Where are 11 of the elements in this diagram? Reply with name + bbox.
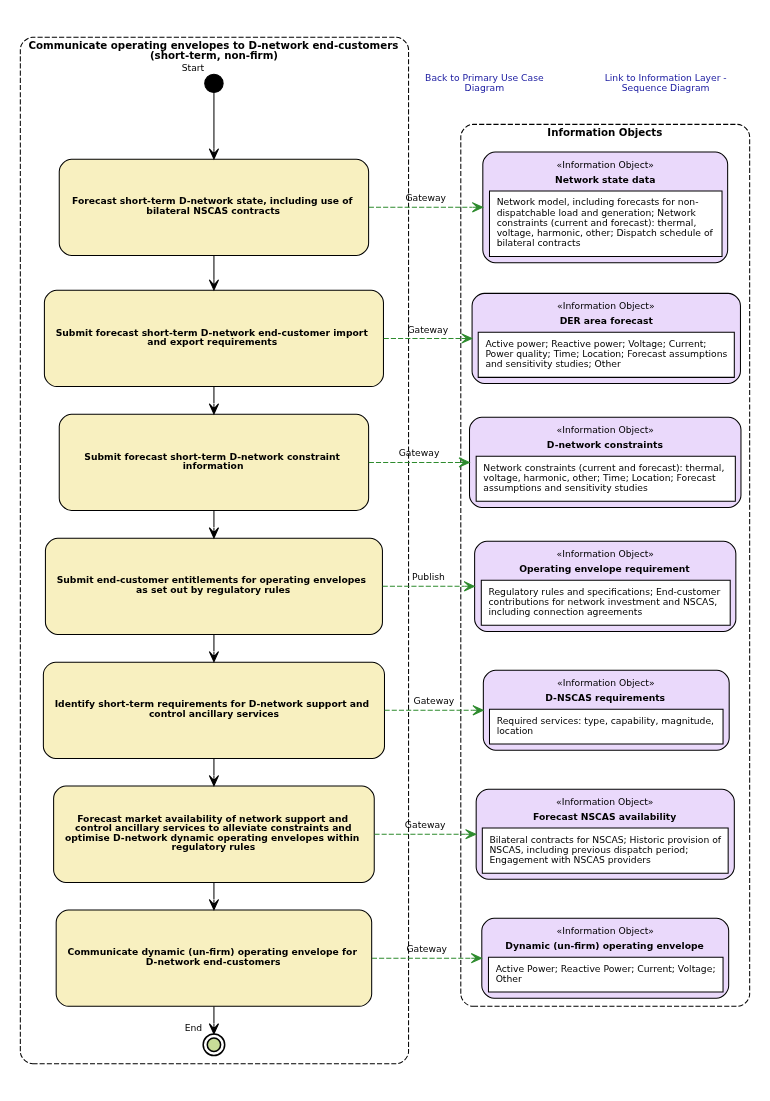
label: Link to Information Layer - Sequence Diagram <box>604 71 727 93</box>
node-label: End <box>184 1022 203 1034</box>
edge-label: Gateway <box>406 943 448 955</box>
edge-label: Publish <box>412 571 445 583</box>
node-label: Start <box>181 62 205 74</box>
edge-label: Gateway <box>413 695 455 707</box>
edge-label: Gateway <box>398 447 440 459</box>
edge-label: Gateway <box>404 819 446 831</box>
label: Back to Primary Use Case Diagram <box>425 71 544 93</box>
edge-label: Gateway <box>405 192 447 204</box>
edge-label: Gateway <box>407 323 449 335</box>
